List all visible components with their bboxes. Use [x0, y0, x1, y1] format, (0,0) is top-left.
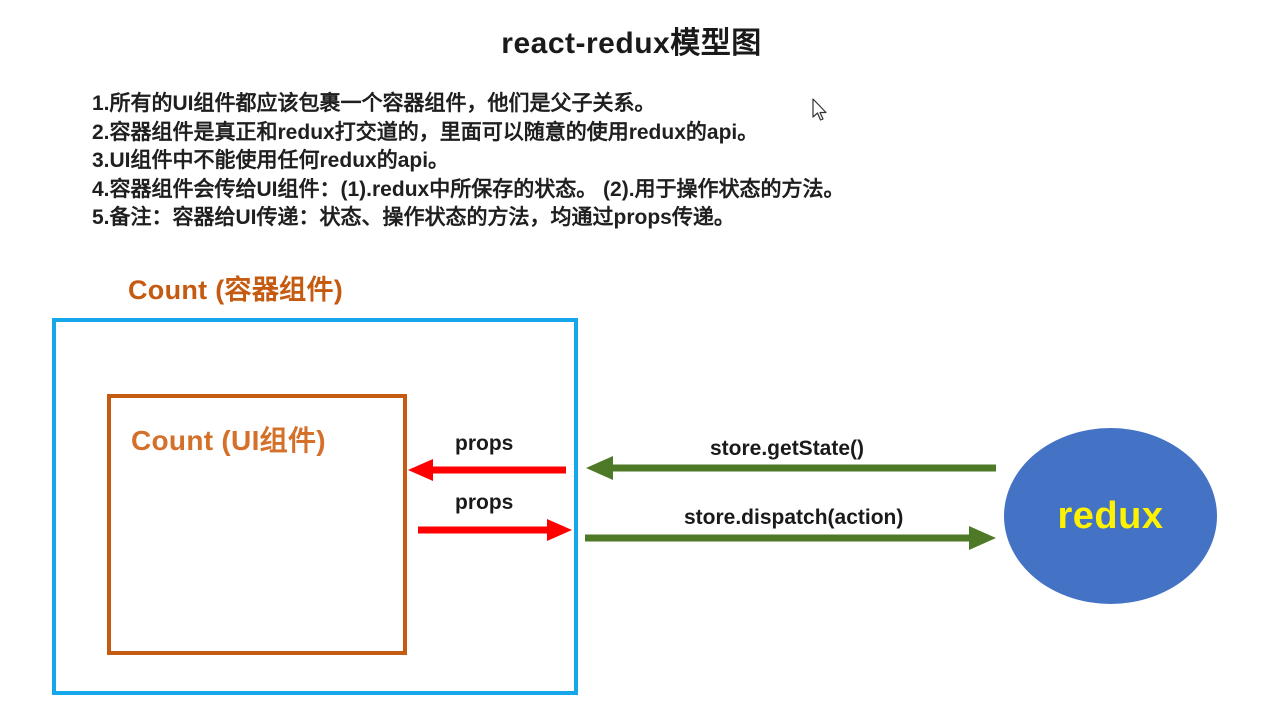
- props-from-ui-label: props: [455, 491, 514, 514]
- redux-store-ellipse: redux: [1004, 428, 1217, 604]
- container-component-label: Count (容器组件): [128, 275, 344, 305]
- redux-label: redux: [1057, 494, 1164, 537]
- ui-component-label: Count (UI组件): [131, 425, 326, 456]
- note-line-2: 2.容器组件是真正和redux打交道的，里面可以随意的使用redux的api。: [92, 120, 759, 144]
- ui-component-box: [107, 394, 407, 655]
- dispatch-label: store.dispatch(action): [684, 506, 904, 529]
- note-line-3: 3.UI组件中不能使用任何redux的api。: [92, 149, 450, 172]
- note-line-4: 4.容器组件会传给UI组件：(1).redux中所保存的状态。 (2).用于操作…: [92, 177, 845, 201]
- note-line-1: 1.所有的UI组件都应该包裹一个容器组件，他们是父子关系。: [92, 92, 656, 115]
- get-state-label: store.getState(): [710, 437, 865, 460]
- page-title: react-redux模型图: [501, 27, 762, 60]
- notes-list: 1.所有的UI组件都应该包裹一个容器组件，他们是父子关系。 2.容器组件是真正和…: [92, 90, 1112, 233]
- props-to-ui-label: props: [455, 432, 514, 455]
- note-line-5: 5.备注：容器给UI传递：状态、操作状态的方法，均通过props传递。: [92, 206, 735, 229]
